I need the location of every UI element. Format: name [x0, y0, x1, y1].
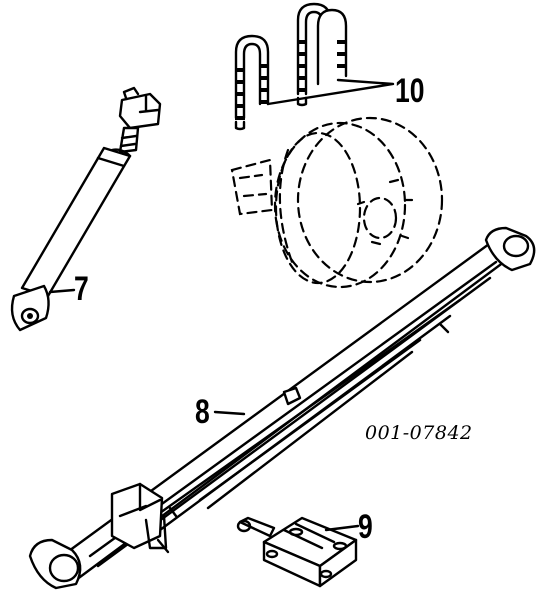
callout-7: 7: [74, 270, 89, 308]
callout-10: 10: [395, 72, 425, 110]
leader-line-7: [48, 288, 76, 294]
leader-line-8: [213, 410, 246, 416]
leader-line-9: [324, 524, 360, 532]
shock-absorber: [10, 86, 162, 332]
axle-drum-outline: [230, 116, 444, 289]
u-bolt-pair: [234, 2, 348, 131]
callout-9: 9: [358, 508, 373, 546]
spring-plate: [236, 516, 358, 588]
part-number: 001-07842: [365, 422, 473, 444]
callout-8: 8: [195, 393, 210, 431]
leaf-spring: [28, 226, 536, 590]
leader-line-10: [266, 78, 395, 106]
